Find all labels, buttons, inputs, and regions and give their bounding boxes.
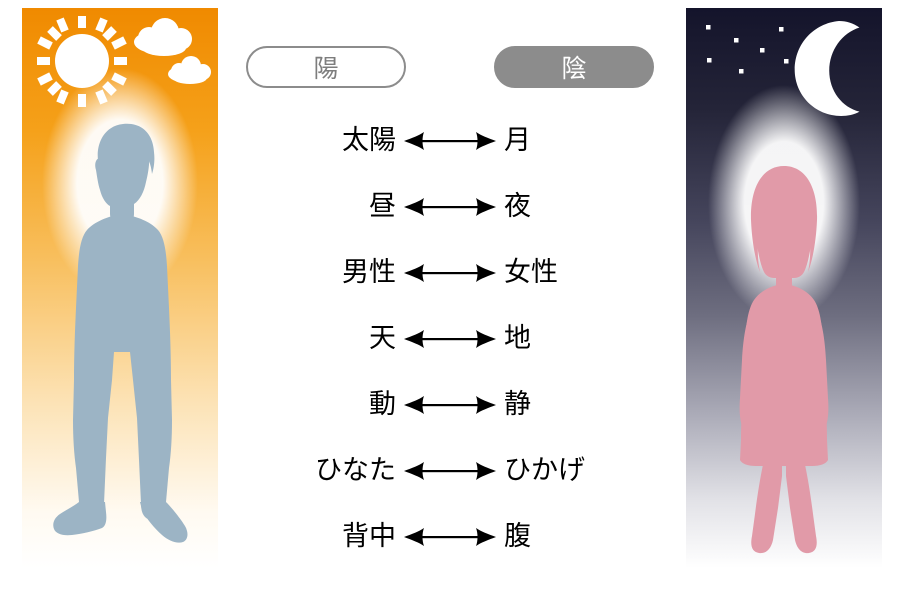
double-arrow-icon [396, 240, 504, 306]
pair-rows: 太陽 月 昼 夜 男性 女 [230, 108, 670, 570]
yang-term: 背中 [342, 521, 396, 552]
yang-term: ひなた [315, 455, 396, 486]
yin-term: 月 [504, 125, 531, 156]
double-arrow-icon [396, 438, 504, 504]
yang-term: 太陽 [342, 125, 396, 156]
yang-term: 天 [369, 323, 396, 354]
double-arrow-icon [396, 108, 504, 174]
yang-term: 動 [369, 389, 396, 420]
table-row-1: 太陽 月 [230, 108, 670, 174]
double-arrow-icon [396, 504, 504, 570]
yin-term: 腹 [504, 521, 531, 552]
star-icon [706, 25, 822, 74]
double-arrow-icon [396, 372, 504, 438]
yin-term: 静 [504, 389, 531, 420]
yang-column-header[interactable]: 陽 [246, 46, 406, 88]
yang-term: 昼 [369, 191, 396, 222]
table-row-6: ひなた ひかげ [230, 438, 670, 504]
yin-yang-comparison-table: 陽 陰 太陽 月 昼 夜 男性 [230, 0, 670, 600]
table-row-2: 昼 夜 [230, 174, 670, 240]
table-row-4: 天 地 [230, 306, 670, 372]
yin-term: 地 [504, 323, 531, 354]
column-headers: 陽 陰 [230, 46, 670, 90]
yin-night-panel [686, 8, 882, 568]
table-row-3: 男性 女性 [230, 240, 670, 306]
cloud-icon [134, 18, 211, 84]
table-row-7: 背中 腹 [230, 504, 670, 570]
yin-term: 夜 [504, 191, 531, 222]
crescent-moon-icon [794, 20, 860, 117]
double-arrow-icon [396, 174, 504, 240]
yin-term: 女性 [504, 257, 558, 288]
yang-day-panel [22, 8, 218, 568]
yin-term: ひかげ [504, 455, 585, 486]
yang-term: 男性 [342, 257, 396, 288]
table-row-5: 動 静 [230, 372, 670, 438]
male-silhouette [42, 68, 198, 543]
double-arrow-icon [396, 306, 504, 372]
yin-column-header[interactable]: 陰 [494, 46, 654, 88]
female-silhouette [708, 85, 860, 554]
